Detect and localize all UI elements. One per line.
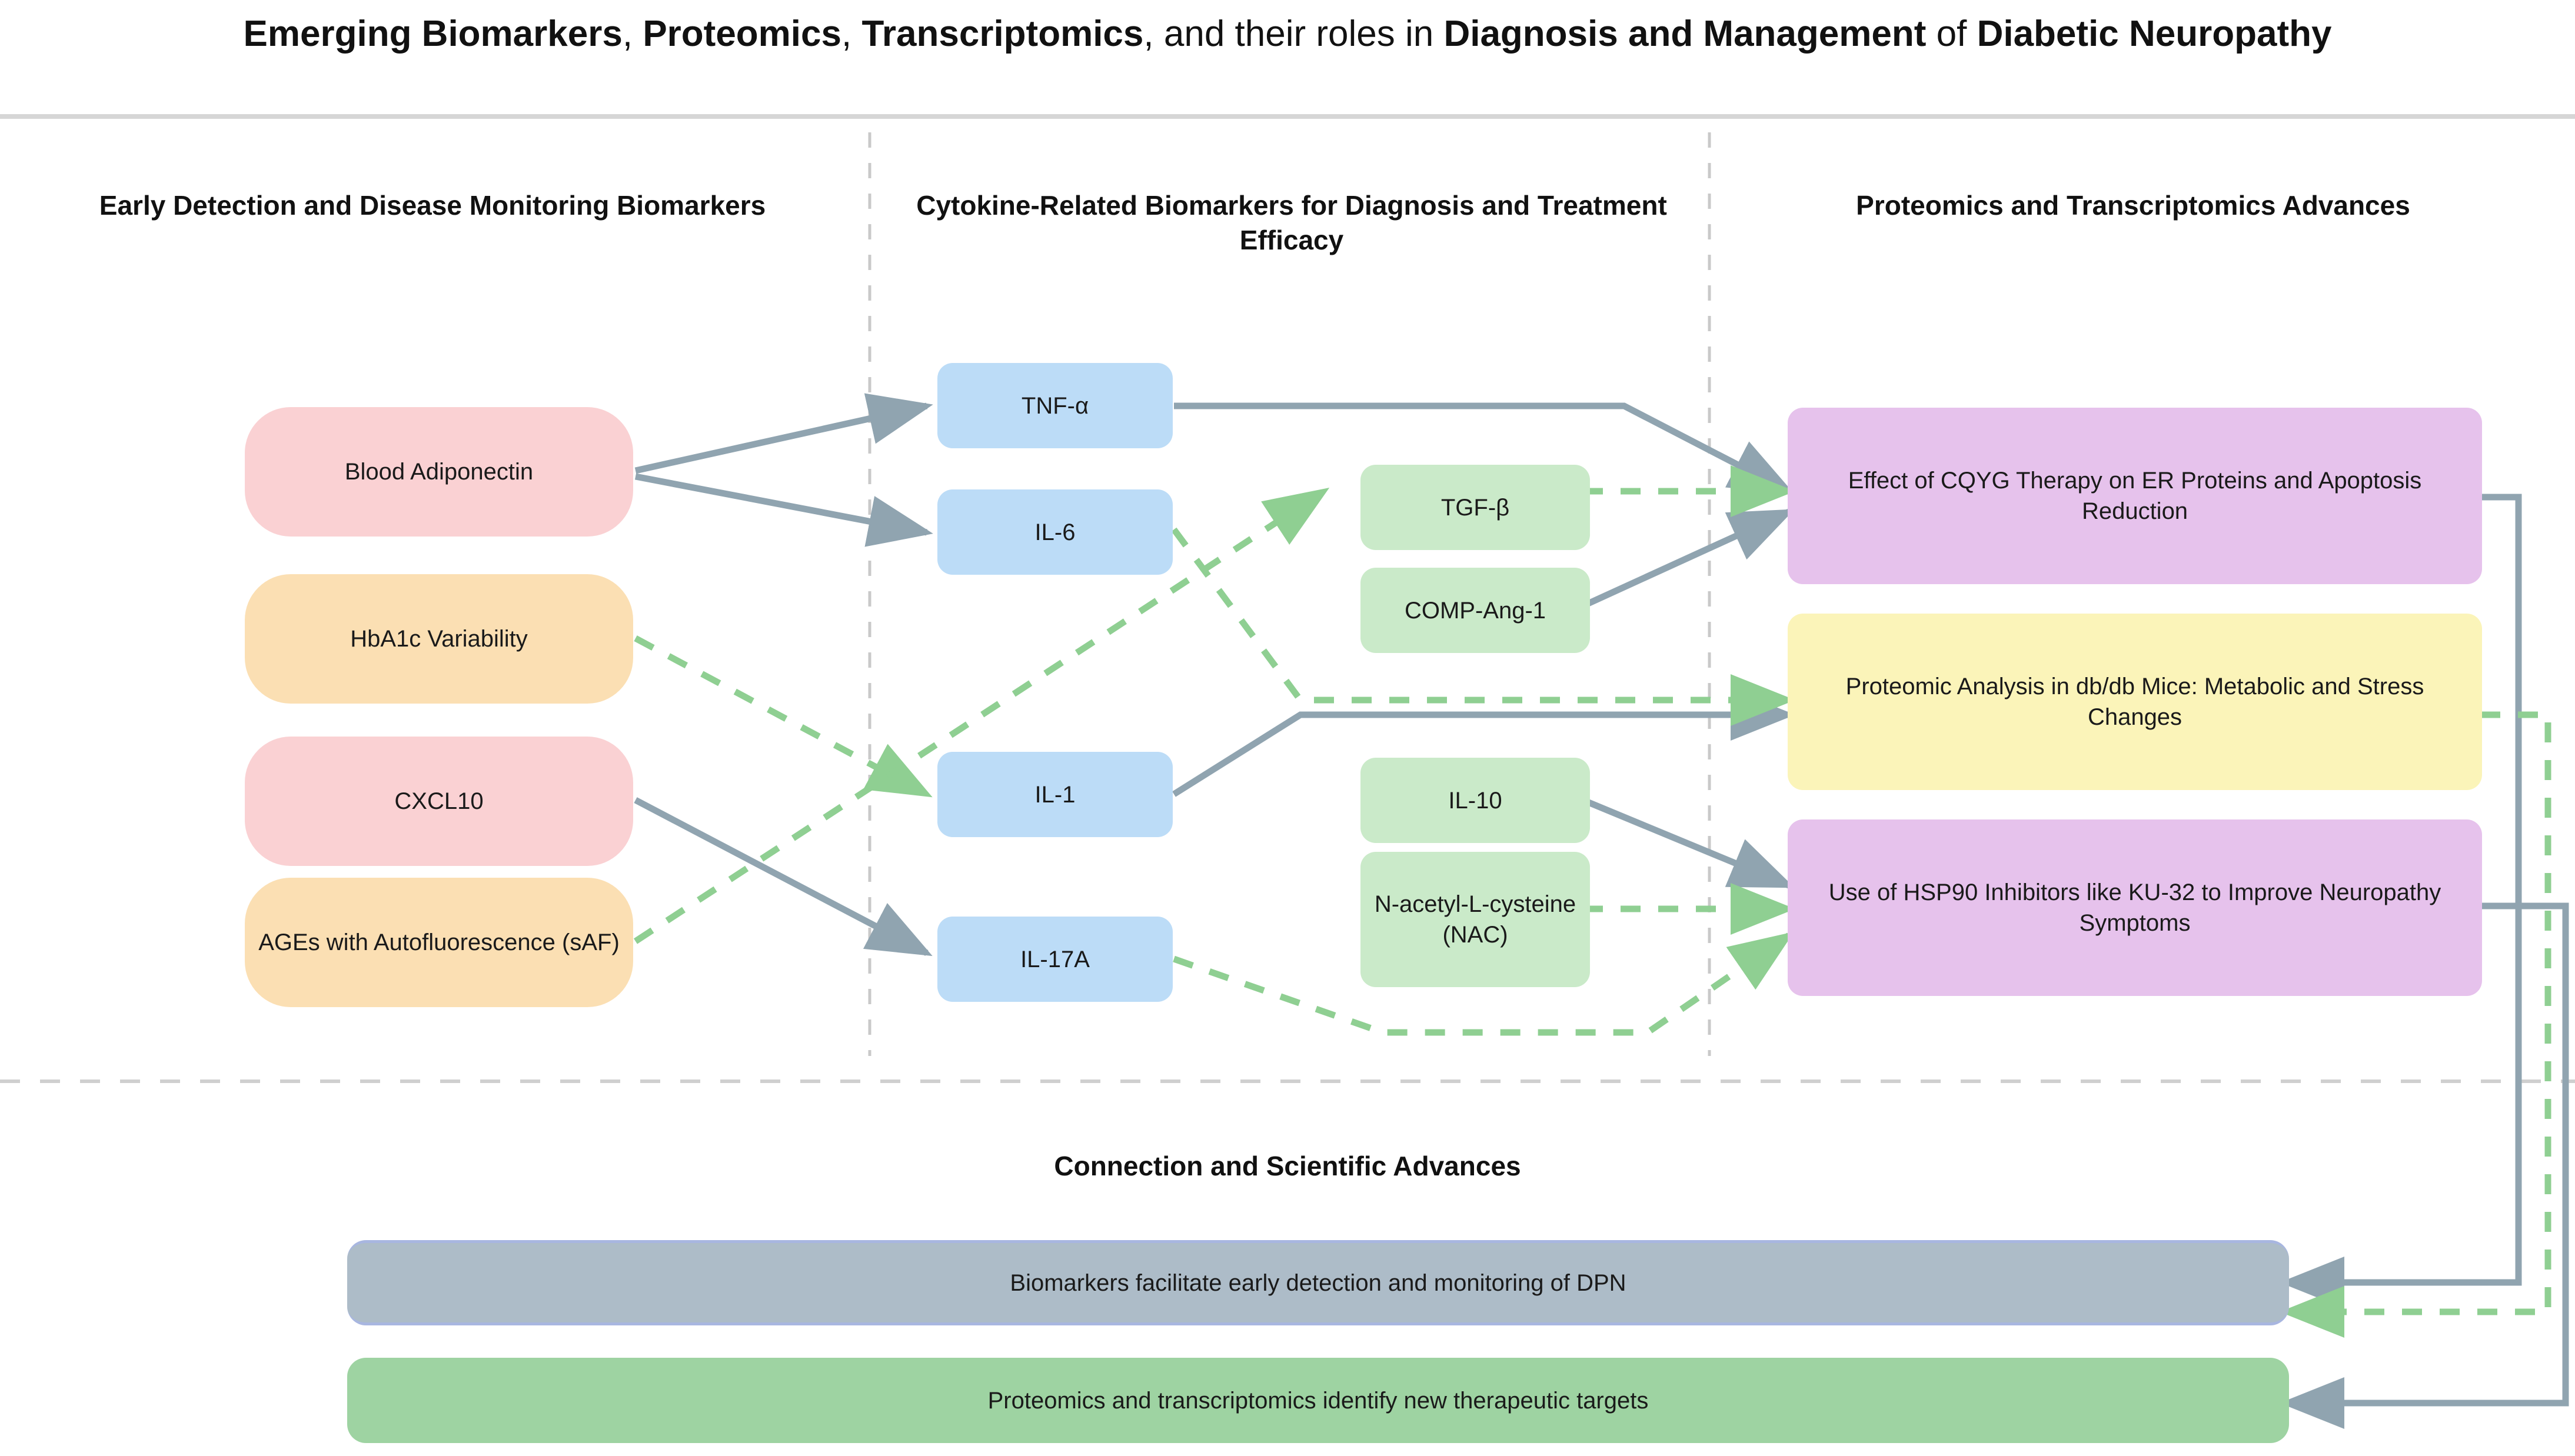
node-dbdb-proteomic-analysis[interactable]: Proteomic Analysis in db/db Mice: Metabo… bbox=[1788, 614, 2482, 790]
node-blood-adiponectin[interactable]: Blood Adiponectin bbox=[245, 407, 633, 537]
node-ages-saf[interactable]: AGEs with Autofluorescence (sAF) bbox=[245, 878, 633, 1007]
edge-il10-hsp90 bbox=[1581, 797, 1795, 889]
node-hba1c-variability[interactable]: HbA1c Variability bbox=[245, 574, 633, 704]
node-il1[interactable]: IL-1 bbox=[937, 752, 1173, 837]
title-segment: Diagnosis and Management bbox=[1443, 14, 1927, 54]
page-title: Emerging Biomarkers, Proteomics, Transcr… bbox=[0, 13, 2575, 55]
node-il6[interactable]: IL-6 bbox=[937, 489, 1173, 575]
edge-cxcl10-il17a bbox=[634, 797, 933, 957]
title-segment: Proteomics bbox=[643, 14, 841, 54]
column-header-early-detection: Early Detection and Disease Monitoring B… bbox=[99, 190, 766, 221]
edge-compang1-cqyg bbox=[1581, 508, 1795, 609]
section-header-connection: Connection and Scientific Advances bbox=[1054, 1151, 1521, 1181]
summary-bar-biomarkers[interactable]: Biomarkers facilitate early detection an… bbox=[347, 1240, 2289, 1325]
summary-bar-proteomics[interactable]: Proteomics and transcriptomics identify … bbox=[347, 1358, 2289, 1443]
title-segment: of bbox=[1926, 14, 1977, 54]
node-comp-ang-1[interactable]: COMP-Ang-1 bbox=[1360, 568, 1590, 653]
node-il17a[interactable]: IL-17A bbox=[937, 917, 1173, 1002]
node-tgf-beta[interactable]: TGF-β bbox=[1360, 465, 1590, 550]
title-segment: , bbox=[622, 14, 643, 54]
title-segment: Diabetic Neuropathy bbox=[1977, 14, 2332, 54]
edge-adiponectin-tnfa bbox=[634, 393, 933, 474]
title-segment: Transcriptomics bbox=[861, 14, 1144, 54]
edge-dbdb-bar1-dashed bbox=[2280, 711, 2551, 1338]
node-cqyg-therapy[interactable]: Effect of CQYG Therapy on ER Proteins an… bbox=[1788, 408, 2482, 584]
column-header-cytokine: Cytokine-Related Biomarkers for Diagnosi… bbox=[916, 190, 1667, 255]
title-segment: , bbox=[841, 14, 862, 54]
node-tnf-alpha[interactable]: TNF-α bbox=[937, 363, 1173, 448]
title-segment: Emerging Biomarkers bbox=[243, 14, 623, 54]
node-cxcl10[interactable]: CXCL10 bbox=[245, 737, 633, 866]
node-nac[interactable]: N-acetyl-L-cysteine (NAC) bbox=[1360, 852, 1590, 987]
edge-adiponectin-il6 bbox=[634, 473, 933, 547]
column-header-proteomics: Proteomics and Transcriptomics Advances bbox=[1856, 190, 2410, 221]
node-hsp90-inhibitors[interactable]: Use of HSP90 Inhibitors like KU-32 to Im… bbox=[1788, 819, 2482, 996]
edge-hba1c-il1 bbox=[634, 635, 933, 798]
title-segment: , and their roles in bbox=[1143, 14, 1444, 54]
node-il10[interactable]: IL-10 bbox=[1360, 758, 1590, 843]
